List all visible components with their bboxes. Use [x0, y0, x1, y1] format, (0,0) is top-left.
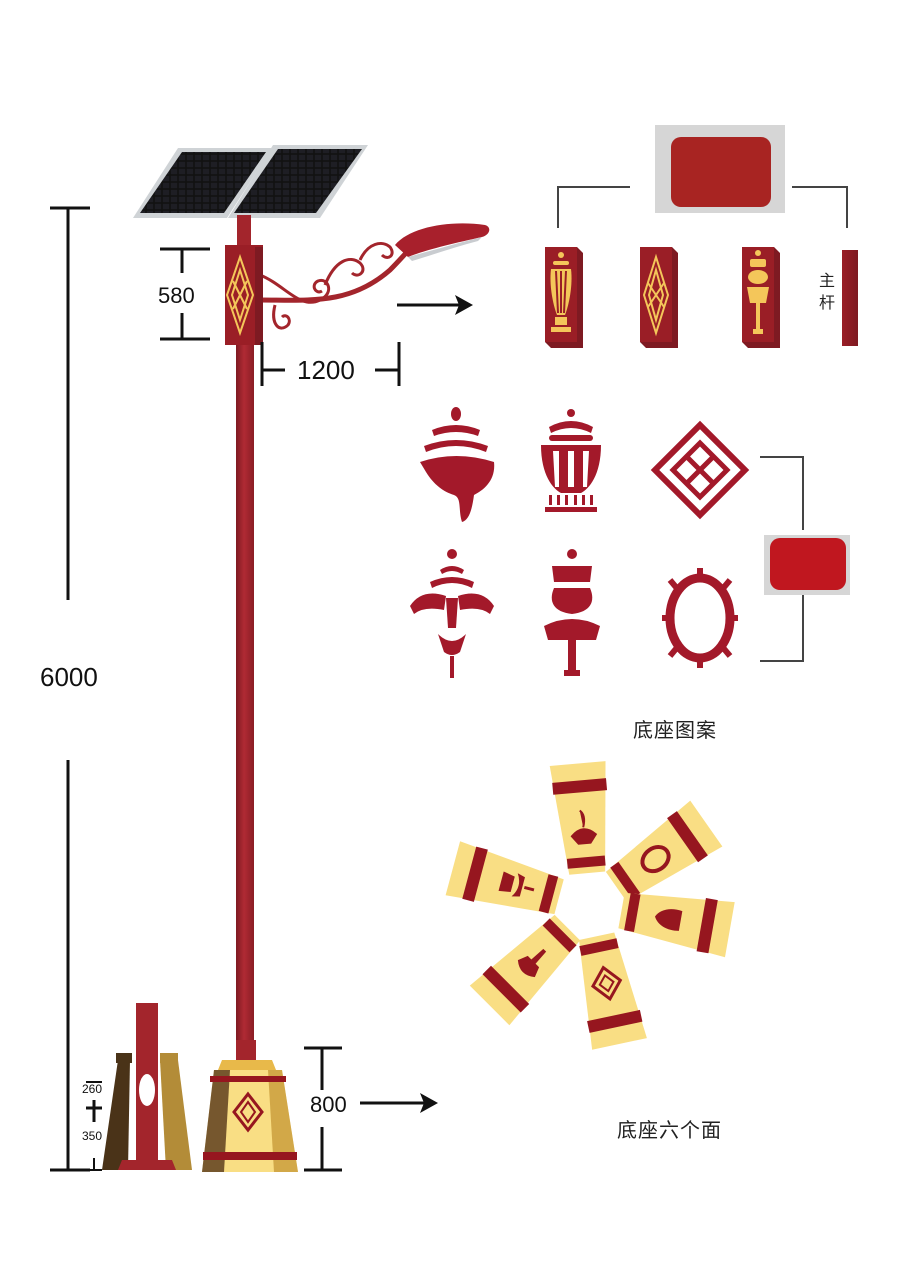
main-pole-sample	[842, 250, 858, 346]
arm-length-dimension-line	[260, 342, 401, 386]
base-height-label: 800	[310, 1092, 347, 1117]
base-patterns-grid	[410, 407, 750, 678]
base-six-faces-title: 底座六个面	[617, 1118, 722, 1142]
endless-knot-icon	[650, 420, 750, 520]
endless-knot-icon	[232, 1091, 264, 1133]
victory-banner-icon	[544, 549, 600, 676]
dharma-wheel-icon	[662, 568, 738, 668]
conch-shell-icon	[420, 407, 495, 522]
base-upper-height-label: 260	[82, 1082, 103, 1096]
total-height-label: 6000	[40, 662, 98, 692]
endless-knot-icon	[225, 253, 255, 337]
main-pole-label: 主杆	[818, 271, 835, 312]
base-height-dimension-line	[304, 1046, 342, 1172]
lamp-head-assembly	[225, 215, 490, 345]
arm-length-label: 1200	[297, 355, 355, 385]
base-patterns-title: 底座图案	[633, 718, 717, 742]
treasure-vase-icon	[541, 409, 601, 512]
panel-endless-knot	[640, 247, 678, 348]
base-six-faces	[445, 761, 735, 1050]
base-cross-section	[102, 1003, 192, 1170]
face-treasure-vase	[618, 892, 735, 958]
face-endless-knot	[579, 932, 647, 1050]
total-height-dimension-line	[50, 206, 90, 1172]
golden-fish-lotus-icon	[410, 549, 494, 678]
swatch-bracket-top	[557, 186, 848, 228]
solar-panels	[133, 145, 368, 218]
base-lower-height-label: 350	[82, 1129, 103, 1143]
arrow-right-icon	[360, 1093, 438, 1113]
face-victory-banner	[445, 841, 564, 915]
face-conch	[549, 761, 608, 875]
color-swatch-base	[764, 535, 850, 595]
main-pole-shaft	[236, 345, 254, 1045]
face-dharma-wheel	[605, 800, 723, 902]
swatch-bracket-patterns	[760, 456, 804, 662]
panel-victory-banner	[742, 247, 780, 348]
head-height-label: 580	[158, 283, 195, 308]
color-swatch-head	[655, 125, 785, 213]
head-height-dimension-line	[160, 247, 210, 341]
face-lotus	[469, 914, 581, 1026]
arrow-right-icon	[397, 295, 473, 315]
base-finished	[202, 1040, 298, 1172]
panel-treasure-vase	[545, 247, 583, 348]
